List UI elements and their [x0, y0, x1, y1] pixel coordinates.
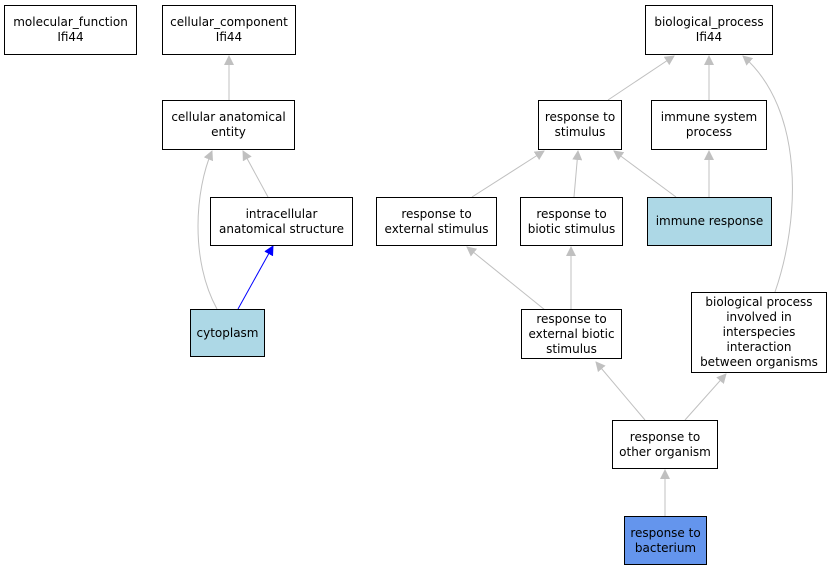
edge-rts-to-bp — [607, 55, 675, 101]
node-response-to-stimulus[interactable]: response to stimulus — [538, 100, 622, 150]
node-cellular-anatomical-entity[interactable]: cellular anatomical entity — [162, 100, 295, 150]
edge-rebs-to-res — [466, 246, 546, 311]
node-biological-process[interactable]: biological_process Ifi44 — [645, 5, 773, 55]
edge-cyto-to-ias — [237, 245, 274, 310]
edge-ias-to-cae — [242, 150, 269, 198]
edge-ir-to-rts — [613, 150, 677, 198]
node-immune-response[interactable]: immune response — [647, 197, 772, 246]
node-response-to-biotic-stimulus[interactable]: response to biotic stimulus — [520, 197, 623, 246]
edge-cyto-to-cae — [197, 150, 218, 310]
node-biological-process-interspecies[interactable]: biological process involved in interspec… — [691, 292, 827, 373]
node-intracellular-anatomical-structure[interactable]: intracellular anatomical structure — [210, 197, 353, 246]
edge-rbs-to-rts — [572, 150, 583, 198]
node-response-to-other-organism[interactable]: response to other organism — [612, 420, 718, 469]
edge-bpi-to-bp — [742, 55, 793, 293]
node-cytoplasm[interactable]: cytoplasm — [190, 309, 265, 357]
edge-res-to-rts — [471, 150, 545, 198]
node-response-to-external-stimulus[interactable]: response to external stimulus — [376, 197, 497, 246]
node-response-to-bacterium[interactable]: response to bacterium — [624, 516, 707, 565]
edge-roo-to-bpi — [684, 373, 727, 421]
node-response-to-external-biotic-stimulus[interactable]: response to external biotic stimulus — [521, 309, 622, 359]
node-molecular-function[interactable]: molecular_function Ifi44 — [4, 5, 137, 55]
edge-roo-to-rebs — [595, 361, 646, 421]
node-cellular-component[interactable]: cellular_component Ifi44 — [162, 5, 296, 55]
node-immune-system-process[interactable]: immune system process — [651, 100, 767, 150]
